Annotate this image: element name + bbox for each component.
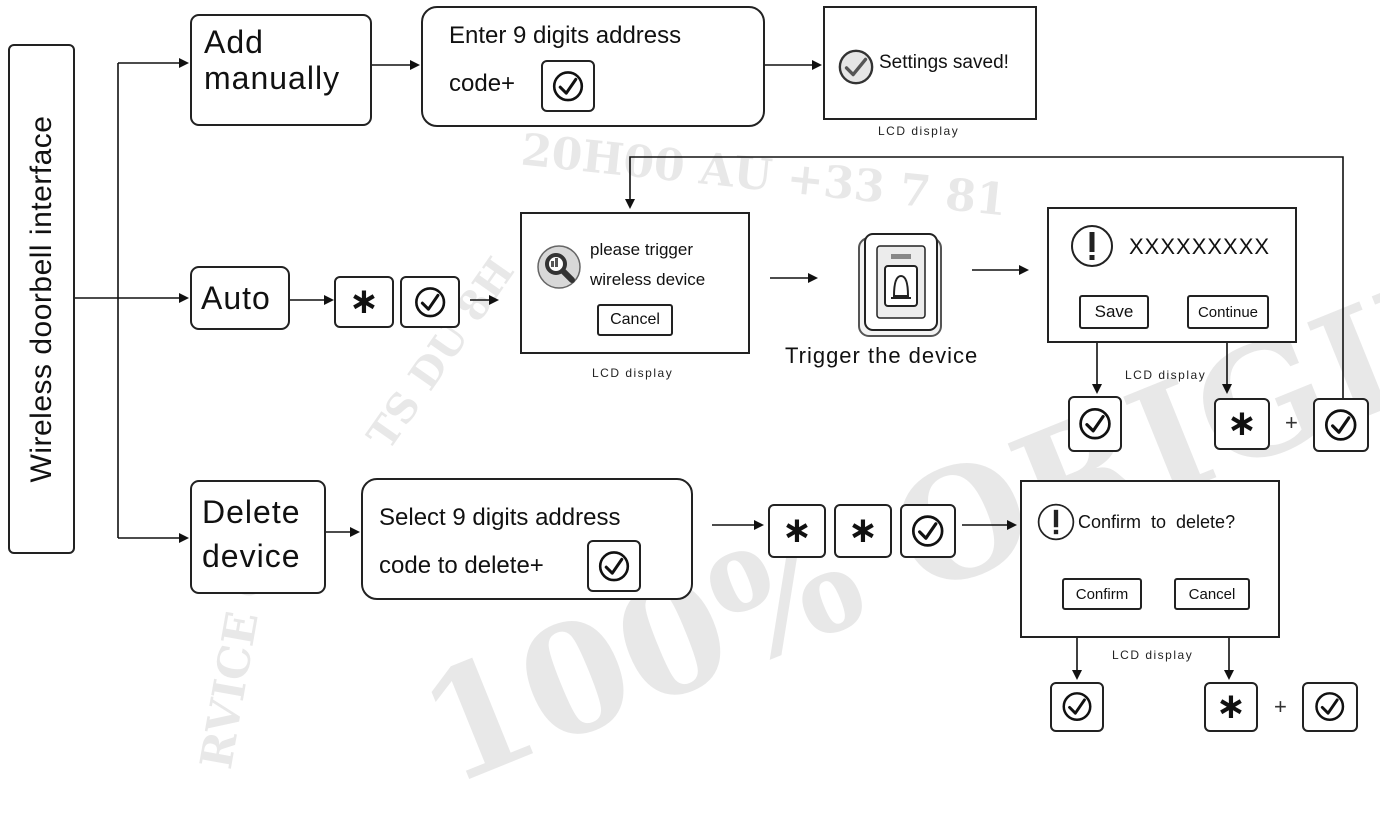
add-manually-label-line1: Add bbox=[204, 24, 264, 60]
add-manually-label-line2: manually bbox=[204, 60, 341, 96]
save-button[interactable]: Save bbox=[1079, 295, 1149, 329]
lcd-device-found: XXXXXXXXX Save Continue bbox=[1047, 207, 1297, 343]
check-icon bbox=[1062, 692, 1092, 722]
check-icon bbox=[912, 515, 944, 547]
add-manually-step: Enter 9 digits address code+ bbox=[421, 6, 765, 127]
delete-step-line2: code to delete+ bbox=[379, 552, 544, 579]
auto-label: Auto bbox=[201, 280, 271, 316]
add-manually-node: Add manually bbox=[190, 14, 372, 126]
plus-sign: + bbox=[1285, 410, 1298, 435]
delete-device-node: Delete device bbox=[190, 480, 326, 594]
check-icon bbox=[1315, 692, 1345, 722]
check-icon bbox=[414, 286, 446, 318]
star-key: ∗ bbox=[1214, 398, 1270, 450]
delete-device-label-line1: Delete bbox=[202, 494, 301, 530]
delete-device-step: Select 9 digits address code to delete+ bbox=[361, 478, 693, 600]
add-manually-step-line1: Enter 9 digits address bbox=[449, 22, 682, 49]
lcd-trigger-prompt: please trigger wireless device Cancel bbox=[520, 212, 750, 354]
check-icon bbox=[598, 550, 630, 582]
auto-node: Auto bbox=[190, 266, 290, 330]
confirm-key bbox=[400, 276, 460, 328]
confirm-key bbox=[900, 504, 956, 558]
confirm-key bbox=[1050, 682, 1104, 732]
doorbell-device-icon bbox=[858, 233, 942, 337]
lcd-trigger-line1: please trigger bbox=[590, 240, 694, 259]
delete-step-line1: Select 9 digits address bbox=[379, 504, 621, 531]
plus-sign: + bbox=[1274, 694, 1287, 719]
star-icon: ∗ bbox=[1215, 686, 1247, 727]
confirm-key bbox=[1313, 398, 1369, 452]
confirm-key bbox=[1302, 682, 1358, 732]
confirm-key bbox=[541, 60, 595, 112]
star-icon: ∗ bbox=[1226, 403, 1258, 444]
lcd-cancel-button[interactable]: Cancel bbox=[597, 304, 673, 336]
exclamation-circle-icon bbox=[1071, 225, 1113, 267]
cancel-button[interactable]: Cancel bbox=[1174, 578, 1250, 610]
star-icon: ∗ bbox=[348, 281, 380, 322]
add-manually-step-line2: code+ bbox=[449, 70, 516, 97]
star-icon: ∗ bbox=[781, 510, 813, 551]
exclamation-circle-icon bbox=[1037, 503, 1075, 541]
search-magnifier-icon bbox=[537, 245, 581, 289]
delete-device-label-line2: device bbox=[202, 538, 301, 574]
lcd-confirm-delete: Confirm to delete? Confirm Cancel bbox=[1020, 480, 1280, 638]
confirm-button[interactable]: Confirm bbox=[1062, 578, 1142, 610]
star-icon: ∗ bbox=[847, 510, 879, 551]
star-key: ∗ bbox=[768, 504, 826, 558]
star-key: ∗ bbox=[334, 276, 394, 328]
star-key: ∗ bbox=[1204, 682, 1258, 732]
check-icon bbox=[1325, 409, 1357, 441]
lcd-caption-row2: LCD display bbox=[592, 366, 674, 380]
check-icon bbox=[552, 70, 584, 102]
lcd-confirm-delete-text: Confirm to delete? bbox=[1078, 512, 1236, 532]
lcd-settings-saved: Settings saved! bbox=[823, 6, 1037, 120]
check-circle-icon bbox=[838, 49, 874, 85]
lcd-caption-row3: LCD display bbox=[1112, 648, 1194, 662]
lcd-trigger-line2: wireless device bbox=[590, 270, 706, 289]
flow-diagram: 100% ORIGINAL 20H00 AU +33 7 81 TS DU 8H… bbox=[8, 6, 1380, 820]
lcd-caption-row1: LCD display bbox=[878, 124, 960, 138]
root-node: Wireless doorbell interface bbox=[8, 44, 75, 554]
check-icon bbox=[1079, 408, 1111, 440]
confirm-key bbox=[1068, 396, 1122, 452]
continue-button[interactable]: Continue bbox=[1187, 295, 1269, 329]
confirm-key bbox=[587, 540, 641, 592]
trigger-caption: Trigger the device bbox=[785, 343, 979, 368]
lcd-settings-saved-text: Settings saved! bbox=[879, 52, 1009, 73]
lcd-caption-row2-right: LCD display bbox=[1125, 368, 1207, 382]
star-key: ∗ bbox=[834, 504, 892, 558]
lcd-device-code: XXXXXXXXX bbox=[1129, 234, 1271, 259]
root-label: Wireless doorbell interface bbox=[24, 115, 58, 483]
